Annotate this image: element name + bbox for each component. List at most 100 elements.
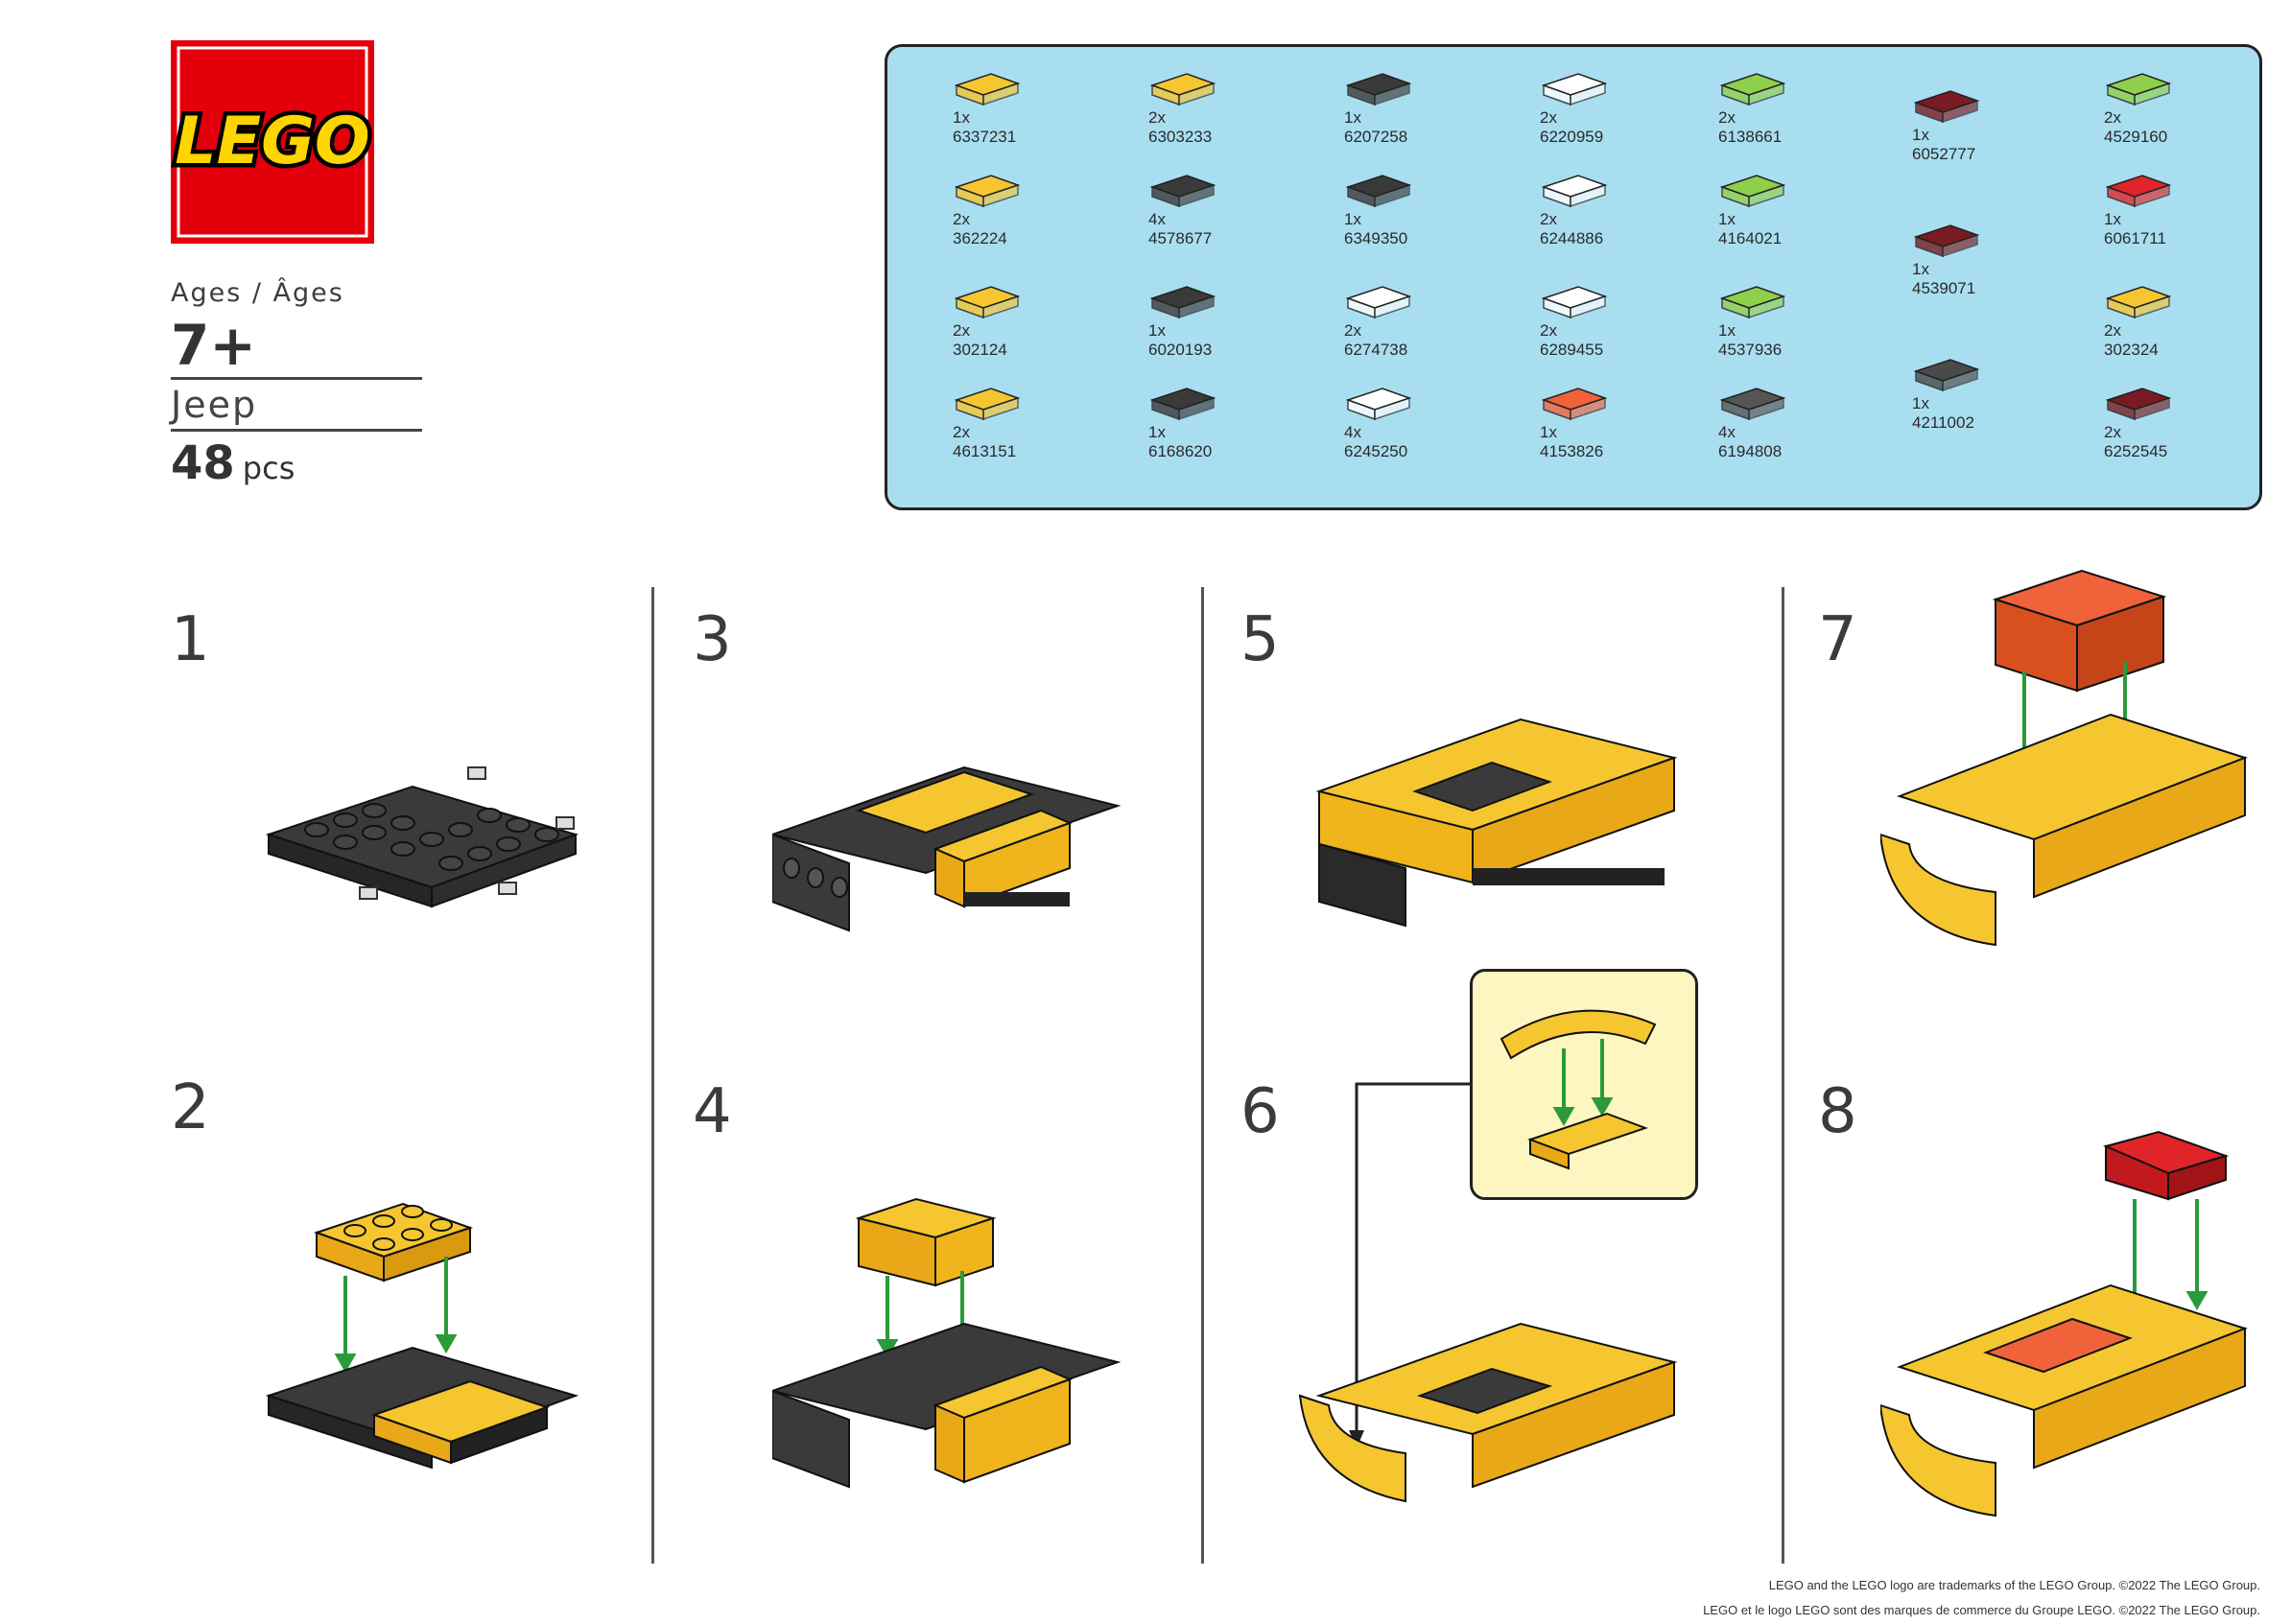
part-number: 6303233 [1148, 128, 1213, 146]
part-quantity: 1x [1912, 126, 1929, 144]
part-quantity: 1x [1912, 394, 1929, 412]
brick-icon [1345, 286, 1412, 319]
part-quantity: 2x [1344, 321, 1361, 340]
part-number: 6349350 [1344, 229, 1408, 247]
part-quantity: 2x [1148, 108, 1166, 127]
part-quantity: 2x [1718, 108, 1736, 127]
brick-icon [1345, 388, 1412, 421]
column-divider [1201, 587, 1204, 1564]
divider-rule [171, 429, 422, 432]
part-quantity: 1x [1344, 108, 1361, 127]
step-number-5: 5 [1240, 604, 1280, 675]
brick-icon [1541, 388, 1608, 421]
lego-logo-mark: LEGO [171, 40, 374, 244]
part-quantity: 4x [1344, 423, 1361, 441]
part-quantity: 2x [953, 321, 970, 340]
part-number: 6138661 [1718, 128, 1783, 146]
step-3-illustration [772, 765, 1122, 932]
brick-icon [1345, 175, 1412, 208]
set-name: Jeep [171, 384, 258, 426]
part-number: 302124 [953, 341, 1007, 359]
part-number: 6020193 [1148, 341, 1213, 359]
part-quantity: 1x [1912, 260, 1929, 278]
part-number: 6168620 [1148, 442, 1213, 460]
part-number: 4164021 [1718, 229, 1783, 247]
brick-icon [2105, 388, 2172, 421]
brick-icon [1149, 388, 1216, 421]
age-value: 7+ [171, 313, 256, 378]
part-quantity: 2x [953, 423, 970, 441]
part-number: 362224 [953, 229, 1007, 247]
sub-assembly-callout [1470, 969, 1698, 1200]
step-6-illustration [1298, 1082, 1678, 1503]
step-number-7: 7 [1818, 604, 1857, 675]
step-1-illustration [265, 766, 579, 908]
part-number: 6220959 [1540, 128, 1604, 146]
part-number: 6194808 [1718, 442, 1783, 460]
piece-count-unit: pcs [242, 450, 295, 486]
sub-assembly-illustration [1500, 1009, 1657, 1170]
brick-icon [954, 286, 1021, 319]
part-quantity: 4x [1718, 423, 1736, 441]
part-quantity: 2x [953, 210, 970, 228]
part-number: 6052777 [1912, 145, 1976, 163]
step-7-illustration [1880, 569, 2248, 947]
part-quantity: 1x [953, 108, 970, 127]
step-4-illustration [772, 1197, 1122, 1489]
column-divider [1782, 587, 1784, 1564]
part-number: 4578677 [1148, 229, 1213, 247]
part-quantity: 1x [2104, 210, 2121, 228]
part-quantity: 2x [2104, 423, 2121, 441]
brick-icon [1345, 73, 1412, 106]
brick-icon [1719, 286, 1786, 319]
lego-logo: LEGO [171, 40, 374, 244]
part-number: 6337231 [953, 128, 1017, 146]
divider-rule [171, 377, 422, 380]
part-quantity: 2x [1540, 210, 1557, 228]
part-quantity: 1x [1148, 321, 1166, 340]
part-number: 4537936 [1718, 341, 1783, 359]
part-number: 6274738 [1344, 341, 1408, 359]
part-quantity: 4x [1148, 210, 1166, 228]
piece-count-value: 48 [171, 436, 235, 490]
legal-notice-en: LEGO and the LEGO logo are trademarks of… [1768, 1578, 2260, 1592]
part-quantity: 1x [1718, 210, 1736, 228]
part-number: 4211002 [1912, 413, 1974, 432]
step-number-6: 6 [1240, 1076, 1280, 1147]
part-quantity: 2x [2104, 108, 2121, 127]
brick-icon [2105, 73, 2172, 106]
brick-icon [1913, 90, 1980, 124]
brick-icon [1149, 286, 1216, 319]
step-number-4: 4 [693, 1076, 732, 1147]
brick-icon [1541, 73, 1608, 106]
part-number: 302324 [2104, 341, 2159, 359]
part-quantity: 1x [1540, 423, 1557, 441]
part-quantity: 2x [1540, 108, 1557, 127]
step-number-2: 2 [171, 1072, 210, 1143]
brick-icon [1541, 286, 1608, 319]
legal-notice-fr: LEGO et le logo LEGO sont des marques de… [1703, 1603, 2260, 1617]
